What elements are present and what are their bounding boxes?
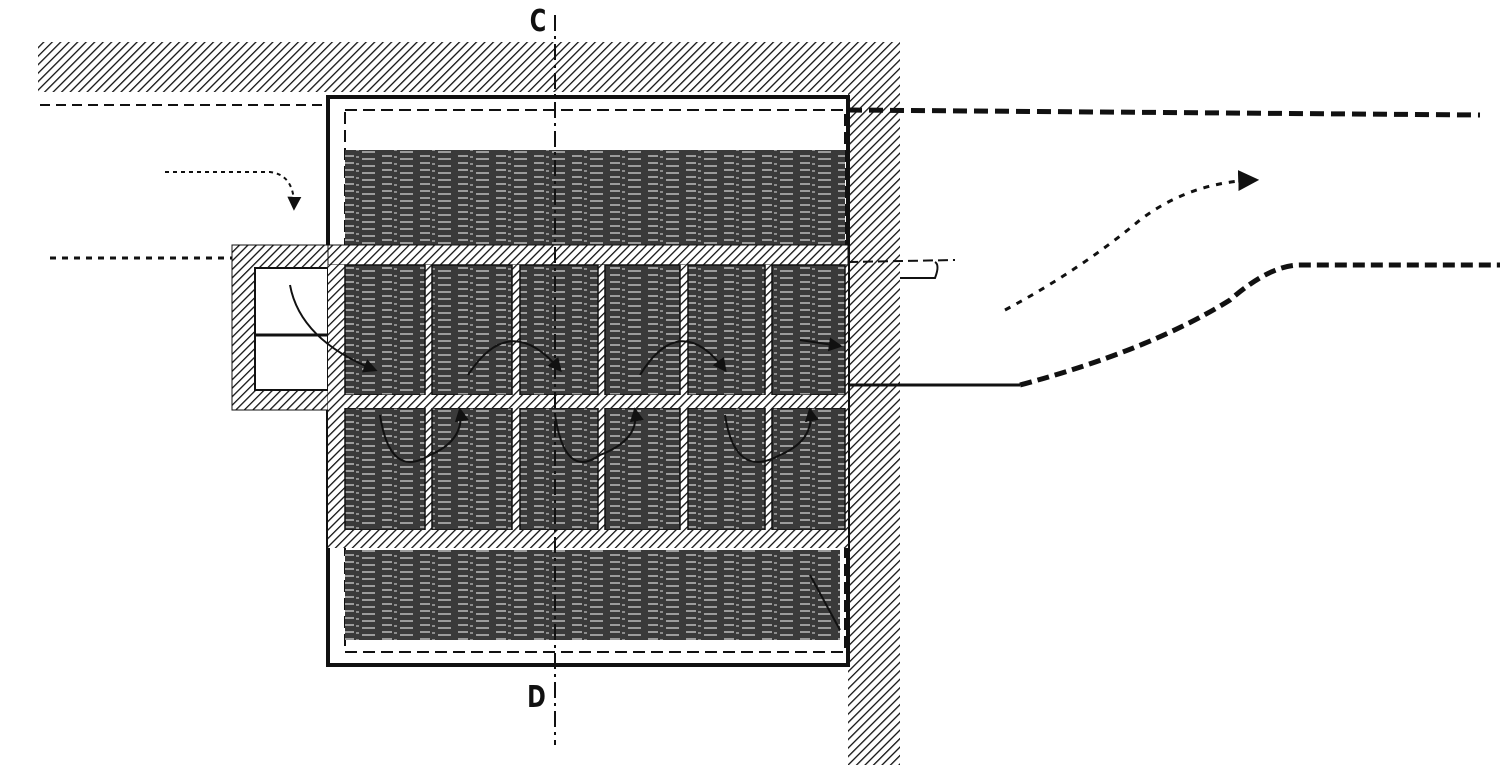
section-label-c: C	[529, 4, 547, 39]
filter-cell	[344, 407, 426, 531]
filter-cell	[344, 264, 426, 396]
right-wall	[848, 92, 900, 765]
lower-wall	[328, 530, 848, 548]
filter-cell	[431, 407, 513, 531]
filter-cell	[431, 264, 513, 396]
filter-cell	[519, 407, 599, 531]
filter-cell	[771, 264, 846, 396]
section-label-d: D	[527, 680, 546, 715]
top-wall	[38, 42, 900, 92]
filter-cell	[687, 264, 766, 396]
filter-cell	[519, 264, 599, 396]
middle-wall	[328, 395, 848, 408]
lower-tank-water	[345, 550, 840, 640]
upper-tank-water	[345, 150, 845, 245]
flow-arrows	[165, 170, 1260, 463]
filter-cell	[604, 407, 681, 531]
water-level-lines	[40, 104, 1500, 388]
filter-cell	[604, 264, 681, 396]
